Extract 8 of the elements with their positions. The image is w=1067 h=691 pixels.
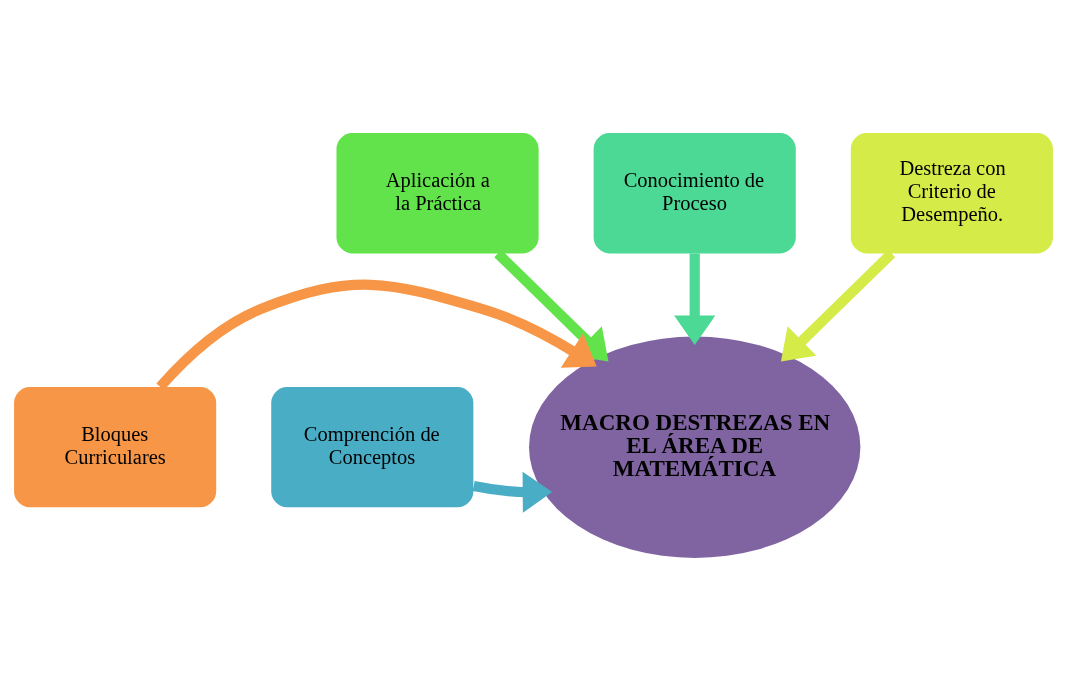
node-ellipse: MACRO DESTREZAS EN EL ÁREA DE MATEMÁTICA [529,336,861,558]
node-box: Aplicación a la Práctica [336,133,539,254]
arrow [674,253,716,345]
node-box: Conocimiento de Proceso [593,133,796,254]
arrow [472,471,553,513]
node-box: Comprención de Conceptos [271,387,474,508]
node-box: Destreza con Criterio de Desempeño. [850,133,1053,254]
node-box: Bloques Curriculares [14,387,217,508]
